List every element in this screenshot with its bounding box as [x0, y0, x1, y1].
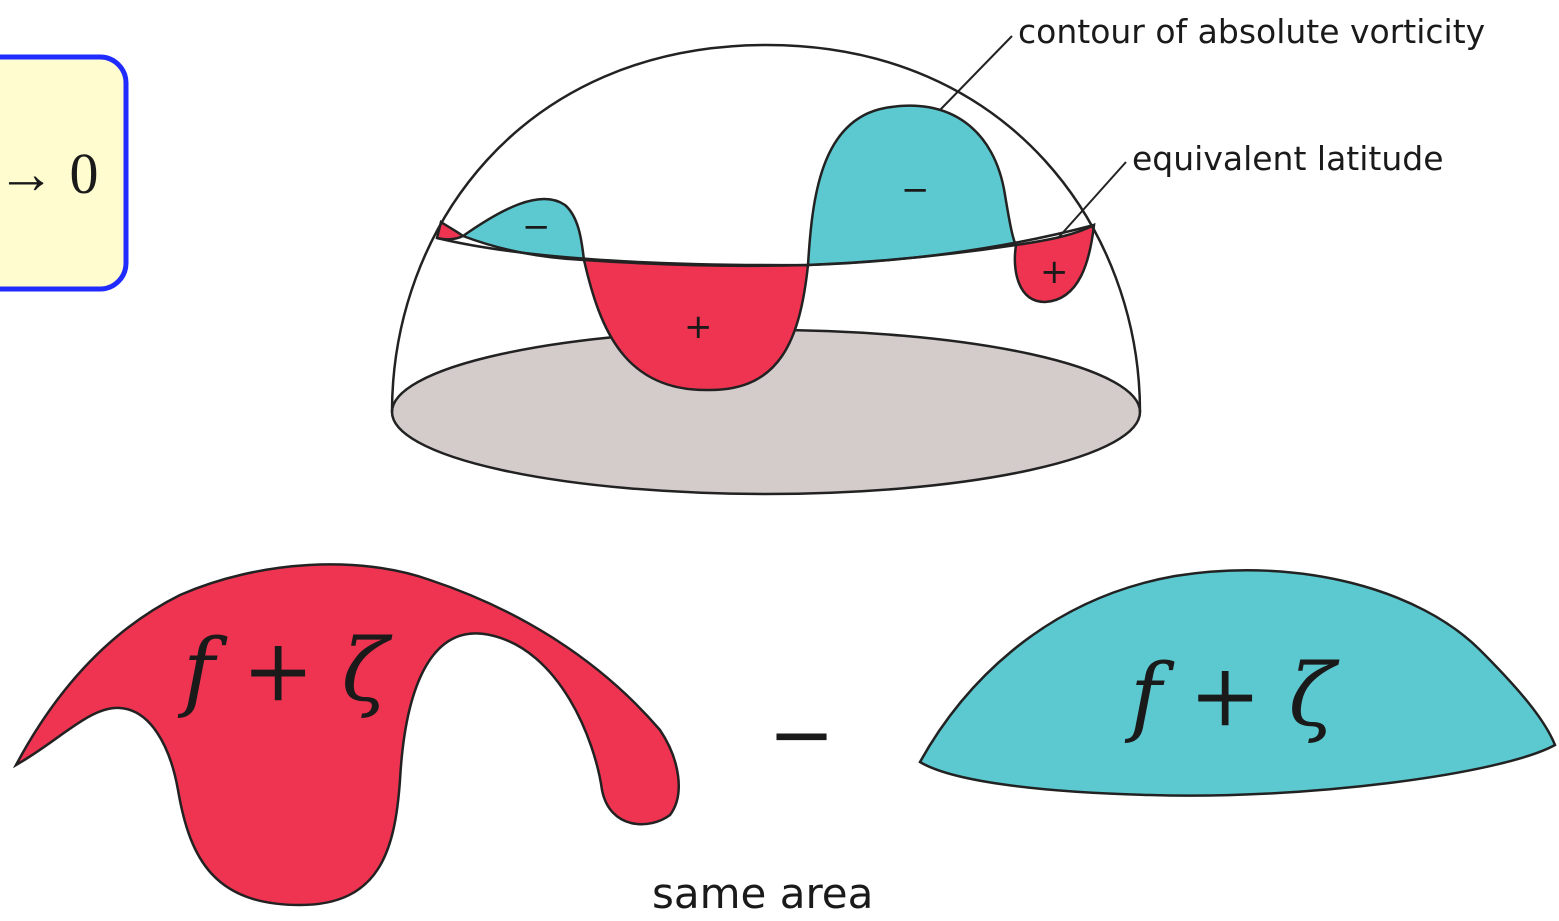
hemisphere: − − + + contour of absolute vorticity eq… — [390, 12, 1485, 496]
same-area-caption: same area — [652, 869, 873, 918]
right-shape: f + ζ — [918, 569, 1557, 797]
sign-center-dip: + — [684, 307, 713, 347]
limit-box-frame — [0, 54, 129, 292]
dome-outline — [390, 43, 1142, 413]
left-red-shape — [12, 563, 680, 907]
sign-left-lobe: − — [522, 207, 551, 247]
limit-text: → 0 — [0, 141, 99, 206]
right-formula: f + ζ — [1124, 646, 1340, 746]
latitude-leader-line — [1057, 161, 1127, 239]
sign-big-bump: − — [901, 170, 930, 210]
left-shape: f + ζ — [12, 563, 680, 907]
equivalent-latitude-line — [436, 223, 1095, 267]
limit-box: → 0 — [0, 54, 129, 292]
minus-operator: − — [768, 688, 835, 781]
positive-region-right — [1013, 222, 1096, 304]
right-cyan-shape — [918, 569, 1557, 797]
contour-leader-line — [939, 35, 1013, 111]
equivalent-latitude-label: equivalent latitude — [1132, 139, 1444, 178]
left-formula: f + ζ — [177, 621, 393, 721]
sign-right-lobe: + — [1040, 252, 1069, 292]
contour-label: contour of absolute vorticity — [1018, 12, 1485, 51]
